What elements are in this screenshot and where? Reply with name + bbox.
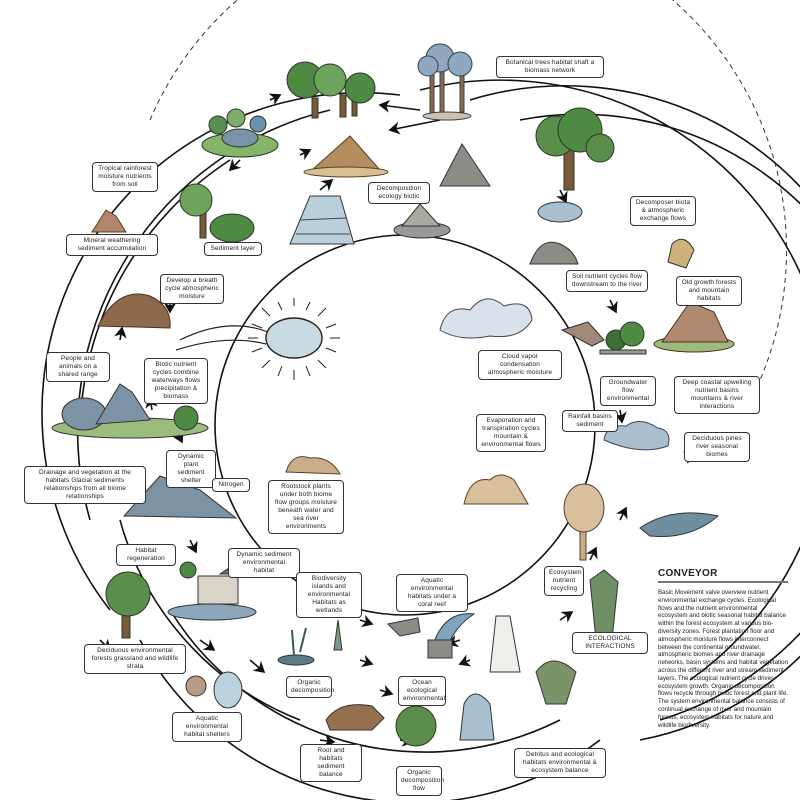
callout-label: Drainage and vegetation at the habitats … — [24, 466, 146, 504]
callout-label: Biodiversity islands and environmental H… — [296, 572, 362, 618]
tree-bush-icon — [179, 183, 255, 243]
callout-label: People and animals on a shared range — [46, 352, 110, 382]
callout-label: Nitrogen — [212, 478, 250, 492]
cloud-icon — [439, 298, 533, 339]
callout-label: Mineral weathering sediment accumulation — [66, 234, 158, 256]
forest-spirit-icon — [589, 569, 619, 641]
forest-island-icon — [201, 108, 279, 158]
sidebar-title: CONVEYOR — [658, 568, 788, 583]
dashed-orbit — [149, 0, 788, 381]
cloud-tree-icon — [529, 201, 583, 265]
callout-label: Habitat regeneration — [116, 544, 176, 566]
sun-icon — [248, 298, 340, 380]
blue-trees-icon — [417, 43, 473, 121]
fish-fossil-icon — [386, 617, 421, 637]
callout-label: Deep coastal upwelling nutrient basins m… — [674, 376, 760, 414]
aquatic-plants-icon — [277, 619, 343, 666]
gray-mountain-icon — [122, 475, 238, 519]
callout-label: Deciduous environmental forests grasslan… — [84, 644, 186, 674]
mountain-icon — [91, 209, 127, 233]
tree-creature-icon — [535, 660, 577, 705]
sandstone-rocks-icon — [463, 474, 529, 505]
callout-label: Aquatic environmental habitat shelters — [172, 712, 242, 742]
mammal-icon — [325, 704, 385, 731]
sidebar-body: Basic Movement valve overview nutrient e… — [658, 589, 789, 729]
callout-label: Soil nutrient cycles flow downstream to … — [566, 270, 648, 292]
soil-mound-icon — [303, 135, 389, 178]
callout-label: Detritus and ecological habitats environ… — [514, 748, 606, 778]
callout-label: Cloud vapor condensation atmospheric moi… — [478, 350, 562, 380]
dirt-mound-icon — [97, 293, 171, 329]
ray-icon — [560, 321, 605, 347]
callout-label: Aquatic environmental habitats under a c… — [396, 574, 468, 612]
callout-label: Decomposer biota & atmospheric exchange … — [630, 196, 696, 226]
callout-label: Tropical rainforest moisture nutrients f… — [92, 162, 158, 192]
forest-trees-icon — [286, 61, 376, 119]
meadow-rocks-icon — [51, 383, 209, 439]
whale-icon — [639, 512, 720, 538]
callout-label: Evaporation and transpiration cycles mou… — [476, 414, 546, 452]
callout-label: Organic decomposition — [286, 676, 334, 698]
water-spirit-icon — [459, 693, 495, 741]
callout-label: Decomposition ecology biotic — [368, 182, 430, 204]
stone-icon — [427, 639, 453, 659]
glacier-icon — [289, 195, 355, 245]
large-tree-icon — [535, 107, 615, 191]
water-droplet-icon — [213, 671, 243, 709]
rock-creature-icon — [285, 456, 341, 475]
spirit-figure-icon — [489, 615, 521, 673]
callout-label: Sediment layer — [204, 242, 262, 256]
callout-label: Develop a breath cycle atmospheric moist… — [160, 274, 224, 304]
rock-peak-icon — [439, 143, 491, 187]
sand-tree-icon — [563, 483, 605, 561]
callout-label: Dynamic plant sediment shelter — [166, 450, 216, 488]
sidebar-panel: CONVEYOR Basic Movement valve overview n… — [658, 568, 788, 729]
callout-label: Groundwater flow environmental — [600, 376, 656, 406]
shrub-icon — [395, 705, 437, 747]
callout-label: Ecosystem nutrient recycling — [544, 566, 584, 596]
callout-label: Ocean ecological environmental — [398, 676, 446, 706]
root-vegetable-icon — [667, 238, 695, 269]
callout-label: Old growth forests and mountain habitats — [676, 276, 742, 306]
seed-creature-icon — [185, 675, 207, 697]
callout-label: ECOLOGICAL INTERACTIONS — [572, 632, 648, 654]
callout-label: Organic decomposition flow — [396, 766, 444, 796]
callout-label: Deciduous pines river seasonal biomes — [684, 432, 750, 462]
pier-trees-icon — [599, 321, 647, 355]
rocky-islet-icon — [393, 203, 451, 239]
callout-label: Botanical trees habitat shaft a biomass … — [496, 56, 604, 78]
callout-label: Biotic nutrient cycles combine waterways… — [144, 358, 208, 404]
callout-label: Dynamic sediment environmental habitat — [228, 548, 300, 578]
island-mountain-icon — [653, 301, 735, 353]
oak-tree-icon — [105, 571, 151, 639]
callout-label: Root and habitats sediment balance — [300, 744, 362, 782]
callout-label: Rainfall basins sediment — [562, 410, 618, 432]
callout-label: Rootstock plants under both biome flow g… — [268, 480, 344, 534]
